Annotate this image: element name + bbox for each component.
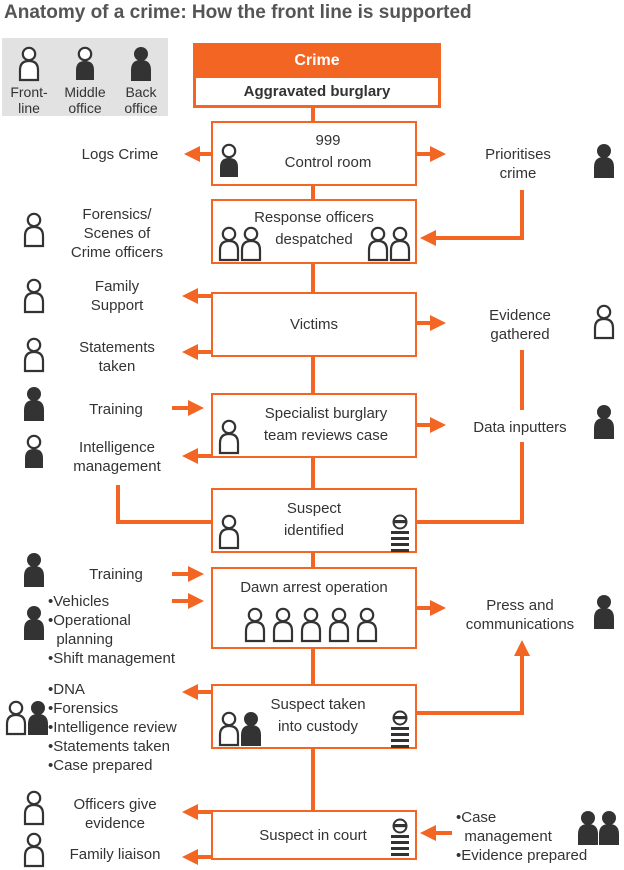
label-logs-crime: Logs Crime: [81, 146, 159, 163]
arrow-prioritise-response: [420, 190, 524, 246]
back-office-person-icon: [592, 404, 616, 440]
label-officers-evidence: Officers give evidence: [73, 796, 157, 832]
back-office-person-icon: [22, 605, 46, 641]
front-line-person-icon: [217, 711, 241, 747]
front-line-person-icon: [327, 607, 351, 643]
middle-office-person-icon: [22, 434, 46, 470]
front-line-person-icon: [22, 278, 46, 314]
stage-response-officers: Response officers despatched: [211, 199, 417, 264]
stage-suspect-identified: Suspect identified: [211, 488, 417, 553]
label-intelligence: Intelligence management: [73, 439, 161, 475]
front-line-person-icon: [592, 304, 616, 340]
stage-suspect-label: Suspect identified: [283, 500, 345, 539]
stage-dawn-arrest: Dawn arrest operation: [211, 567, 417, 649]
link-intelligence-suspect: [116, 485, 212, 524]
back-office-person-icon: [592, 143, 616, 179]
front-line-person-icon: [22, 832, 46, 868]
label-training-1: Training: [89, 401, 143, 418]
stage-court-label: Suspect in court: [259, 827, 367, 844]
front-line-person-icon: [299, 607, 323, 643]
stage-custody: Suspect taken into custody: [211, 684, 417, 749]
label-press: Press and communications: [465, 597, 575, 633]
stage-response-label: Response officers despatched: [254, 209, 374, 248]
back-office-person-icon: [22, 386, 46, 422]
stage-specialist-label: Specialist burglary team reviews case: [263, 405, 389, 444]
stage-victims-label: Victims: [289, 316, 339, 333]
page-title: Anatomy of a crime: How the front line i…: [4, 2, 472, 23]
middle-office-person-icon: [217, 143, 241, 179]
front-line-person-icon: [243, 607, 267, 643]
label-forensics: Forensics/ Scenes of Crime officers: [70, 206, 164, 261]
front-line-person-icon: [22, 212, 46, 248]
legend-back-office: Back office: [114, 46, 168, 116]
label-statements: Statements taken: [79, 339, 155, 375]
back-office-person-icon: [129, 46, 153, 82]
stage-custody-label: Suspect taken into custody: [270, 696, 366, 735]
back-office-person-icon: [26, 700, 50, 736]
legend-front-label: Front- line: [10, 84, 48, 116]
label-family-support: Family Support: [90, 278, 144, 314]
front-line-person-icon: [271, 607, 295, 643]
label-dawn-bullets: •Vehicles •Operational planning •Shift m…: [48, 593, 175, 667]
arrow-custody-press: [416, 640, 530, 715]
label-data-inputters: Data inputters: [473, 419, 567, 436]
front-line-person-icon: [22, 337, 46, 373]
back-office-person-icon: [597, 810, 621, 846]
label-custody-bullets: •DNA •Forensics •Intelligence review •St…: [48, 681, 177, 774]
crime-heading: Crime: [193, 43, 441, 78]
legend-back-label: Back office: [124, 84, 158, 116]
stage-control-room: 999 Control room: [211, 121, 417, 186]
crime-subheading: Aggravated burglary: [193, 78, 441, 108]
label-evidence: Evidence gathered: [489, 307, 551, 343]
stage-victims: Victims: [211, 292, 417, 357]
front-line-person-icon: [22, 790, 46, 826]
back-office-person-icon: [22, 552, 46, 588]
label-training-2: Training: [89, 566, 143, 583]
label-family-liaison: Family liaison: [69, 846, 161, 863]
label-court-bullets: •Case management •Evidence prepared: [456, 809, 588, 864]
middle-office-person-icon: [73, 46, 97, 82]
legend-middle-label: Middle office: [64, 84, 106, 116]
label-prioritises: Prioritises crime: [485, 146, 551, 182]
link-data-suspect: [416, 442, 524, 524]
front-line-person-icon: [17, 46, 41, 82]
stage-specialist: Specialist burglary team reviews case: [211, 393, 417, 458]
front-line-person-icon: [355, 607, 379, 643]
legend-front-line: Front- line: [2, 46, 56, 116]
legend-middle-office: Middle office: [58, 46, 112, 116]
back-office-person-icon: [592, 594, 616, 630]
stage-court: Suspect in court: [211, 810, 417, 860]
stage-control-room-label: 999 Control room: [284, 132, 372, 171]
front-line-person-icon: [4, 700, 28, 736]
stage-dawn-label: Dawn arrest operation: [240, 579, 388, 596]
